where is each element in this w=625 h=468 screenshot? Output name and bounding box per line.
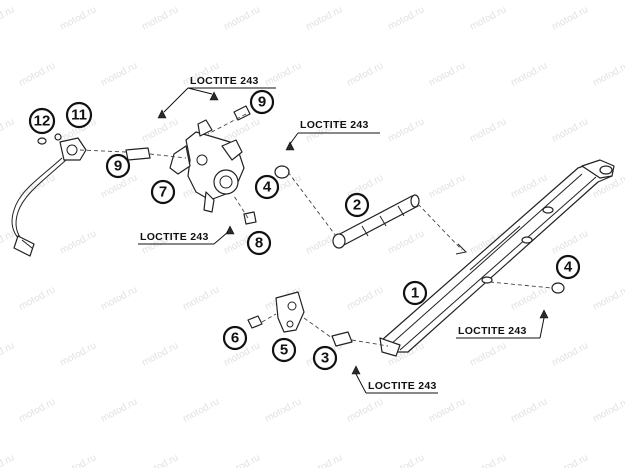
watermark-text: motod.ru bbox=[99, 60, 139, 88]
watermark-text: motod.ru bbox=[17, 60, 57, 88]
callout-3: 3 bbox=[312, 345, 338, 371]
watermark-text: motod.ru bbox=[386, 228, 426, 256]
loctite-note-right: LOCTITE 243 bbox=[456, 317, 545, 339]
watermark-text: motod.ru bbox=[263, 396, 303, 424]
loctite-note-top: LOCTITE 243 bbox=[163, 75, 276, 113]
watermark-text: motod.ru bbox=[0, 228, 16, 256]
watermark-text: motod.ru bbox=[386, 452, 426, 468]
watermark-text: motod.ru bbox=[140, 116, 180, 144]
assembly-lines bbox=[79, 113, 553, 347]
svg-text:9: 9 bbox=[114, 158, 122, 175]
watermark-text: motod.ru bbox=[58, 340, 98, 368]
callout-4-upper: 4 bbox=[254, 174, 280, 200]
callout-5: 5 bbox=[271, 337, 297, 363]
watermark-text: motod.ru bbox=[591, 396, 625, 424]
side-stand-sensor bbox=[11, 133, 87, 257]
watermark-text: motod.ru bbox=[304, 4, 344, 32]
callout-1: 1 bbox=[402, 280, 428, 306]
svg-text:LOCTITE 243: LOCTITE 243 bbox=[368, 380, 437, 392]
watermark-text: motod.ru bbox=[0, 116, 16, 144]
svg-text:1: 1 bbox=[411, 285, 419, 302]
callout-2: 2 bbox=[344, 192, 370, 218]
watermark-text: motod.ru bbox=[222, 116, 262, 144]
watermark-text: motod.ru bbox=[263, 60, 303, 88]
watermark-text: motod.ru bbox=[509, 284, 549, 312]
watermark-text: motod.ru bbox=[509, 396, 549, 424]
watermark-text: motod.ru bbox=[550, 116, 590, 144]
svg-text:4: 4 bbox=[263, 179, 272, 196]
watermark-text: motod.ru bbox=[386, 116, 426, 144]
watermark-text: motod.ru bbox=[99, 396, 139, 424]
watermark-text: motod.ru bbox=[550, 340, 590, 368]
watermark-text: motod.ru bbox=[427, 172, 467, 200]
watermark-text: motod.ru bbox=[468, 452, 508, 468]
svg-text:8: 8 bbox=[255, 235, 263, 252]
spring bbox=[332, 194, 420, 249]
watermark-text: motod.ru bbox=[345, 284, 385, 312]
side-stand-leg bbox=[379, 159, 615, 357]
watermark-text: motod.ru bbox=[181, 284, 221, 312]
watermark-text: motod.ru bbox=[304, 452, 344, 468]
watermark-text: motod.ru bbox=[140, 4, 180, 32]
callout-4-lower: 4 bbox=[555, 254, 581, 280]
watermark-text: motod.ru bbox=[181, 396, 221, 424]
svg-text:5: 5 bbox=[280, 342, 288, 359]
svg-text:LOCTITE 243: LOCTITE 243 bbox=[458, 325, 527, 337]
watermark-text: motod.ru bbox=[222, 452, 262, 468]
svg-text:12: 12 bbox=[34, 113, 51, 130]
watermark-text: motod.ru bbox=[58, 228, 98, 256]
callout-7: 7 bbox=[150, 179, 176, 205]
watermark-text: motod.ru bbox=[427, 396, 467, 424]
watermark-text: motod.ru bbox=[386, 4, 426, 32]
loctite-note-left: LOCTITE 243 bbox=[138, 231, 229, 245]
watermark-text: motod.ru bbox=[550, 452, 590, 468]
watermark-text: motod.ru bbox=[140, 452, 180, 468]
callout-6: 6 bbox=[222, 325, 248, 351]
loctite-note-bottom: LOCTITE 243 bbox=[355, 373, 438, 394]
watermark-text: motod.ru bbox=[427, 60, 467, 88]
fasteners bbox=[125, 91, 565, 375]
watermark-text: motod.ru bbox=[17, 172, 57, 200]
svg-text:2: 2 bbox=[353, 197, 361, 214]
callout-11: 11 bbox=[65, 101, 93, 129]
watermark-text: motod.ru bbox=[509, 172, 549, 200]
svg-text:LOCTITE 243: LOCTITE 243 bbox=[140, 231, 209, 243]
watermark-text: motod.ru bbox=[550, 4, 590, 32]
svg-text:4: 4 bbox=[564, 259, 573, 276]
svg-text:7: 7 bbox=[159, 184, 167, 201]
svg-text:3: 3 bbox=[321, 350, 329, 367]
watermark-text: motod.ru bbox=[0, 340, 16, 368]
callout-9-lower: 9 bbox=[105, 153, 131, 179]
watermark-text: motod.ru bbox=[140, 340, 180, 368]
watermark-text: motod.ru bbox=[58, 452, 98, 468]
watermark-text: motod.ru bbox=[222, 4, 262, 32]
svg-text:6: 6 bbox=[231, 330, 239, 347]
svg-text:LOCTITE 243: LOCTITE 243 bbox=[190, 75, 259, 87]
watermark-text: motod.ru bbox=[591, 284, 625, 312]
watermark-text: motod.ru bbox=[17, 284, 57, 312]
watermark-text: motod.ru bbox=[509, 60, 549, 88]
loctite-note-upper-right: LOCTITE 243 bbox=[289, 119, 380, 145]
watermark-text: motod.ru bbox=[468, 4, 508, 32]
watermark-text: motod.ru bbox=[58, 4, 98, 32]
svg-text:LOCTITE 243: LOCTITE 243 bbox=[300, 119, 369, 131]
watermark-text: motod.ru bbox=[468, 340, 508, 368]
watermark-text: motod.ru bbox=[550, 228, 590, 256]
callout-12: 12 bbox=[28, 107, 56, 135]
watermark-text: motod.ru bbox=[99, 284, 139, 312]
watermark-text: motod.ru bbox=[17, 396, 57, 424]
mounting-bracket bbox=[169, 119, 245, 213]
svg-text:11: 11 bbox=[71, 107, 87, 124]
watermark-text: motod.ru bbox=[591, 60, 625, 88]
svg-text:9: 9 bbox=[258, 94, 266, 111]
watermark-text: motod.ru bbox=[0, 4, 16, 32]
callout-9-upper: 9 bbox=[249, 89, 275, 115]
watermark-text: motod.ru bbox=[0, 452, 16, 468]
callout-8: 8 bbox=[246, 230, 272, 256]
watermark-text: motod.ru bbox=[345, 396, 385, 424]
watermark-text: motod.ru bbox=[468, 116, 508, 144]
watermark-text: motod.ru bbox=[345, 60, 385, 88]
